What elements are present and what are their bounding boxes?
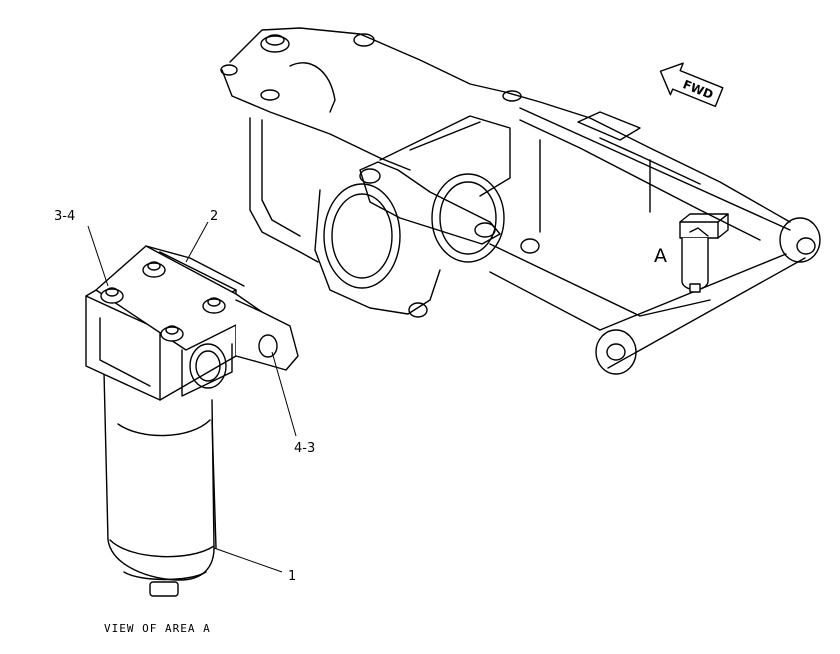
callout-area-a: A [654,245,667,267]
view-caption: VIEW OF AREA A [104,622,211,635]
fwd-arrow-icon: FWD [659,62,724,108]
callout-4-3: 4-3 [294,441,315,456]
filter-detail-view [85,245,299,597]
frame-assembly [220,27,821,375]
leader-2 [185,221,209,263]
leader-4-3 [271,351,297,437]
callout-1: 1 [288,569,296,584]
callout-2: 2 [210,209,218,224]
leader-1 [213,547,283,573]
leader-3-4 [87,225,109,287]
leader-lines [87,221,297,573]
callout-3-4: 3-4 [54,209,75,224]
